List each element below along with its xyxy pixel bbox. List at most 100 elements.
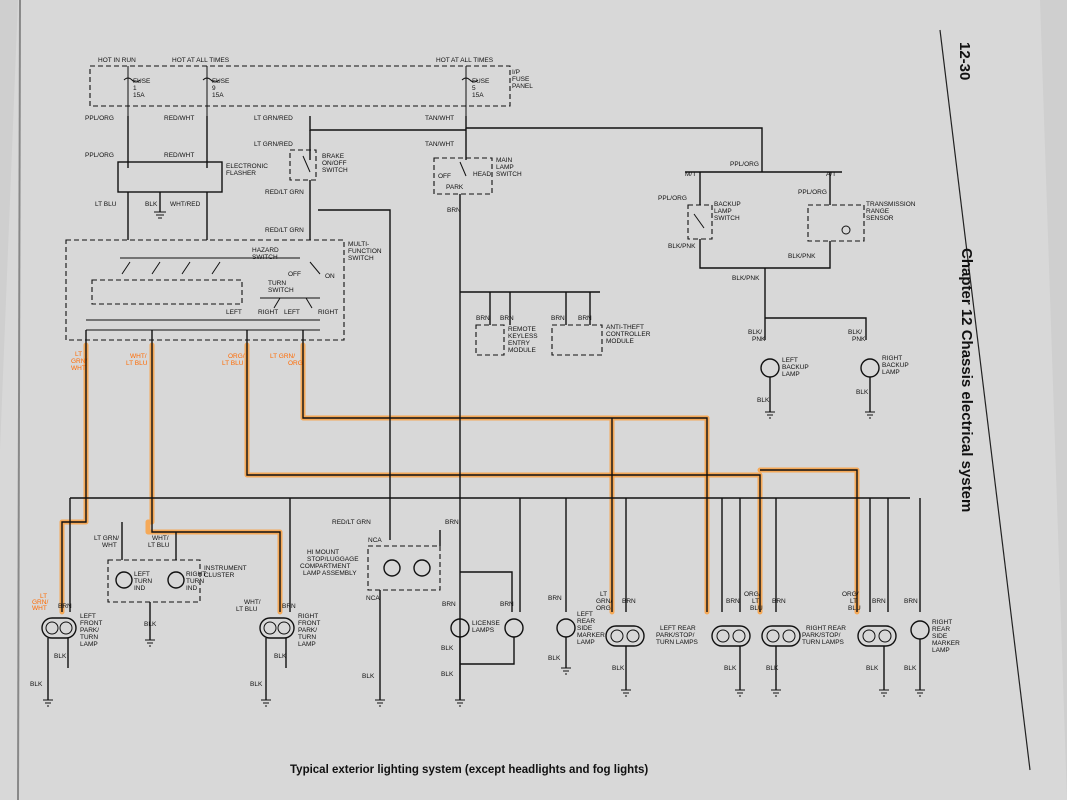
trs-l1: TRANSMISSION (866, 201, 916, 208)
blk-lf2: BLK (30, 681, 43, 688)
ip-fuse-panel-l2: FUSE (512, 76, 530, 83)
lr-bulb-2 (626, 629, 640, 643)
flasher-label-2: FLASHER (226, 170, 256, 177)
red-wht-1: RED/WHT (164, 115, 194, 122)
chapter-title: Chapter 12 Chassis electrical system (958, 248, 975, 512)
bls-l1: BACKUP (714, 201, 741, 208)
lfl-l3: PARK/ (80, 627, 99, 634)
blk-pnk-1: BLK/PNK (668, 243, 696, 250)
ground-icon (879, 689, 889, 697)
ip-fuse-panel-l1: I/P (512, 69, 520, 76)
hi-mount-bulb-2 (413, 559, 431, 577)
lfl-l4: TURN (80, 634, 98, 641)
backup-to-lamps (764, 268, 867, 340)
trs-l3: SENSOR (866, 215, 894, 222)
right-rear-side-marker: BRN RIGHT REAR SIDE MARKER LAMP BLK (904, 598, 960, 690)
rr2-l3: BLU (848, 605, 861, 612)
lic-l2: LAMPS (472, 627, 495, 634)
ic-box (107, 559, 201, 603)
license-lamps: BRN BRN LICENSE LAMPS BLK BLK (441, 571, 524, 700)
antitheft-box (551, 324, 603, 356)
left-front-grounds (47, 638, 69, 700)
fuse1-l2: 1 (133, 85, 137, 92)
left-a: LEFT (226, 309, 242, 316)
page-fold-line (17, 0, 21, 800)
license-feed (460, 571, 513, 612)
main-lamp-l3: SWITCH (496, 171, 522, 178)
brn-lic1: BRN (442, 601, 456, 608)
fuse9-l3: 15A (212, 92, 224, 99)
fuse5-l2: 5 (472, 85, 476, 92)
brn-hm: BRN (445, 519, 459, 526)
ic-l1: INSTRUMENT (204, 565, 247, 572)
ic-l2: CLUSTER (204, 572, 235, 579)
mfs-box (65, 239, 345, 341)
brn-rr1: BRN (772, 598, 786, 605)
lr-grounds (625, 646, 741, 690)
mf-out-4-l2: ORG (288, 360, 303, 367)
backup-switch-box (687, 204, 713, 240)
blk-lf: BLK (54, 653, 67, 660)
fuse9-symbol (202, 77, 220, 83)
brn-lf: BRN (58, 603, 72, 610)
ground-icon (375, 699, 385, 707)
wht-lt-blu-run (151, 345, 281, 612)
hazard-contacts (121, 261, 321, 275)
mfs-internal-bus (86, 319, 320, 331)
main-lamp-contact (459, 161, 467, 177)
off-label: OFF (438, 173, 451, 180)
flasher-box (117, 161, 223, 193)
ppl-org-2: PPL/ORG (85, 152, 114, 159)
blk-bk1: BLK (757, 397, 770, 404)
rke-l2: KEYLESS (508, 333, 538, 340)
ground-icon (735, 689, 745, 697)
fuse1-symbol (123, 77, 141, 83)
lt-grn-wht-run (61, 345, 87, 612)
indicator-drops (121, 522, 177, 560)
brake-label-2: ON/OFF (322, 160, 347, 167)
rr-housing-2 (857, 625, 897, 647)
rr-bulb-1 (766, 629, 780, 643)
rr2-l2: LT (850, 598, 857, 605)
ppl-org-1: PPL/ORG (85, 115, 114, 122)
fuse9-l2: 9 (212, 85, 216, 92)
hm-l1: HI MOUNT (307, 549, 339, 556)
mf-out-4-l1: LT GRN/ (270, 353, 295, 360)
atm-l3: MODULE (606, 338, 634, 345)
lrs-l4: MARKER (577, 632, 605, 639)
blk-rr1: BLK (766, 665, 779, 672)
blk-pnk-4-l1: BLK/ (748, 329, 762, 336)
rke-box (475, 324, 505, 356)
lr-bulb-4 (732, 629, 746, 643)
hi-mount-bulb-1 (383, 559, 401, 577)
brn-rr2: BRN (872, 598, 886, 605)
blk-pnk-5-l2: PNK (852, 336, 866, 343)
ic-w1-l2: WHT (102, 542, 117, 549)
mf-out-1-l3: WHT (71, 365, 86, 372)
tan-wht-wire-top (465, 116, 763, 172)
hi-mount-lamp: RED/LT GRN BRN NCA HI MOUNT STOP/LUGGAGE… (300, 519, 459, 700)
page-number: 12-30 (956, 42, 973, 80)
brn-rrs: BRN (904, 598, 918, 605)
blk-lic2: BLK (441, 671, 454, 678)
right-front-grounds (265, 638, 287, 700)
backup-switch-contact (693, 213, 705, 229)
lf-w-l2: GRN/ (32, 599, 48, 606)
rr1-l1: ORG/ (744, 591, 761, 598)
brn-rf: BRN (282, 603, 296, 610)
lti-l3: IND (134, 585, 146, 592)
rr-bulb-2 (782, 629, 796, 643)
rfl-l3: PARK/ (298, 627, 317, 634)
lt-grn-org-run (302, 345, 708, 612)
nca-2: NCA (366, 595, 380, 602)
rbl-l2: BACKUP (882, 362, 909, 369)
blk-lic: BLK (441, 645, 454, 652)
backup-feed-drops (699, 172, 831, 205)
ground-icon (865, 411, 875, 419)
fuse1-l3: 15A (133, 92, 145, 99)
red-lt-grn-3: RED/LT GRN (332, 519, 371, 526)
brn-a2: BRN (578, 315, 592, 322)
ic-w1-l1: LT GRN/ (94, 535, 119, 542)
